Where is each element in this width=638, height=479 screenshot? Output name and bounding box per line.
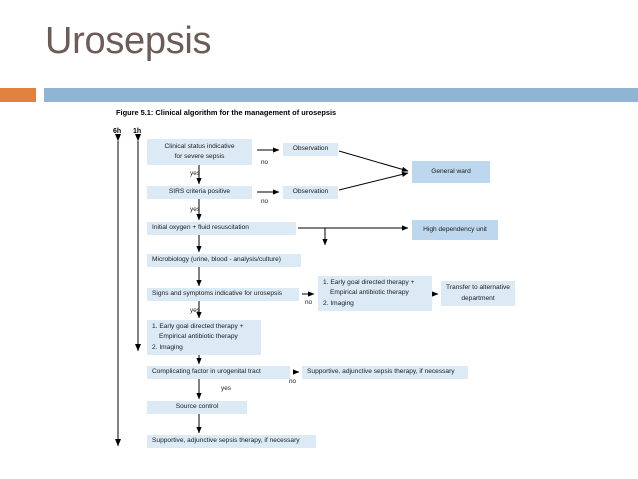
flow-node-line: Empirical antibiotic therapy <box>330 289 409 297</box>
accent-square <box>0 88 36 102</box>
flow-node-line: Supportive, adjunctive sepsis therapy, i… <box>152 437 300 445</box>
timeline-label-1h: 1h <box>133 128 142 135</box>
flow-node-source-control: Source control <box>147 401 247 414</box>
flow-node-line: Source control <box>175 403 219 411</box>
flow-node-line: 2. Imaging <box>152 343 183 351</box>
flow-node-observation-1: Observation <box>283 143 338 156</box>
flow-node-line: Empirical antibiotic therapy <box>159 333 238 341</box>
flow-node-line: department <box>461 294 495 302</box>
flow-node-line: High dependency unit <box>423 225 487 233</box>
edge-label-yes: yes <box>190 307 200 314</box>
flow-node-supportive-bottom: Supportive, adjunctive sepsis therapy, i… <box>147 435 316 448</box>
flow-node-line: for severe sepsis <box>174 153 225 160</box>
flow-node-therapy-right: 1. Early goal directed therapy + Empirica… <box>318 276 432 311</box>
flow-node-line: General ward <box>431 167 471 175</box>
figure-caption: Figure 5.1: Clinical algorithm for the m… <box>116 108 337 117</box>
flow-node-line: Supportive, adjunctive sepsis therapy, i… <box>307 368 455 376</box>
edge-label-no: no <box>305 299 313 306</box>
flow-node-general-ward: General ward <box>412 161 490 183</box>
flow-node-supportive-right: Supportive, adjunctive sepsis therapy, i… <box>302 366 468 379</box>
flow-node-line: 1. Early goal directed therapy + <box>152 323 244 331</box>
edge-label-yes: yes <box>190 206 200 213</box>
flow-node-observation-2: Observation <box>283 186 338 199</box>
flow-node-line: SIRS criteria positive <box>168 188 231 196</box>
edge-label-no: no <box>261 198 269 205</box>
flow-node-line: Observation <box>292 188 329 196</box>
page-title: Urosepsis <box>45 20 212 62</box>
flow-node-line: Signs and symptoms indicative for urosep… <box>152 290 283 298</box>
flow-node-initial-oxygen: Initial oxygen + fluid resuscitation <box>147 222 296 235</box>
flow-node-clinical-status: Clinical status indicative for severe sep… <box>147 139 252 165</box>
flow-node-microbiology: Microbiology (urine, blood - analysis/cu… <box>147 254 301 267</box>
edge-label-yes: yes <box>221 385 231 392</box>
flow-node-line: 2. Imaging <box>323 299 354 307</box>
flow-node-line: Observation <box>292 145 329 153</box>
flow-node-line: Complicating factor in urogenital tract <box>152 368 261 376</box>
flow-node-line: Initial oxygen + fluid resuscitation <box>152 224 249 232</box>
flow-node-line: Clinical status indicative <box>164 142 235 150</box>
flow-node-signs-symptoms: Signs and symptoms indicative for urosep… <box>147 288 299 301</box>
edge-label-no: no <box>289 378 297 385</box>
flow-node-transfer-alt-dept: Transfer to alternative department <box>441 281 515 306</box>
flow-node-high-dependency: High dependency unit <box>412 220 498 240</box>
timeline-label-6h: 6h <box>113 128 122 135</box>
edge-label-no: no <box>261 159 269 166</box>
flow-node-therapy-left: 1. Early goal directed therapy + Empirica… <box>147 320 261 355</box>
header-divider-bar <box>44 88 638 102</box>
edge-label-yes: yes <box>190 170 200 177</box>
flow-node-complicating-factor: Complicating factor in urogenital tract <box>147 366 290 379</box>
flow-node-line: 1. Early goal directed therapy + <box>323 279 415 287</box>
flow-node-sirs-criteria: SIRS criteria positive <box>147 186 252 199</box>
flow-node-line: Microbiology (urine, blood - analysis/cu… <box>152 256 281 264</box>
flow-node-line: Transfer to alternative <box>446 284 510 292</box>
